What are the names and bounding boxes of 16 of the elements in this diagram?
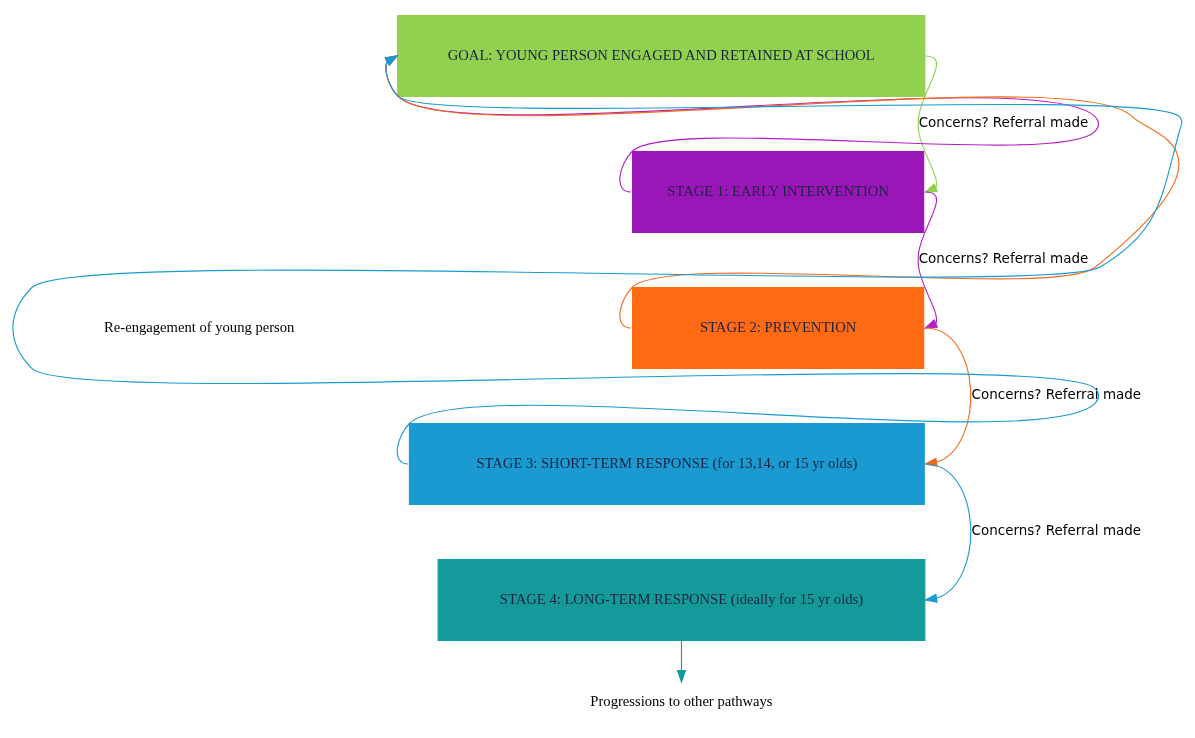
node-box: STAGE 2: PREVENTION <box>632 286 925 369</box>
edge-label: Concerns? Referral made <box>971 522 1142 539</box>
arrow <box>917 55 939 193</box>
arrow <box>676 640 687 684</box>
node-box: GOAL: YOUNG PERSON ENGAGED AND RETAINED AT SCHOOL <box>397 14 926 97</box>
label: Re-engagement of young person <box>104 318 295 335</box>
edge-label: Concerns? Referral made <box>971 386 1142 403</box>
arrow <box>917 191 939 329</box>
node-box: STAGE 4: LONG-TERM RESPONSE (ideally for 15 yr olds) <box>437 558 926 641</box>
edge-label: Concerns? Referral made <box>918 250 1089 267</box>
node-box: STAGE 3: SHORT-TERM RESPONSE (for 13,14, or 15 yr olds) <box>408 422 925 505</box>
edge-label: Concerns? Referral made <box>918 114 1089 131</box>
node-text: Progressions to other pathways <box>590 693 773 710</box>
arrow <box>384 55 1180 329</box>
arrow <box>923 463 972 603</box>
node-box: STAGE 1: EARLY INTERVENTION <box>632 150 925 233</box>
